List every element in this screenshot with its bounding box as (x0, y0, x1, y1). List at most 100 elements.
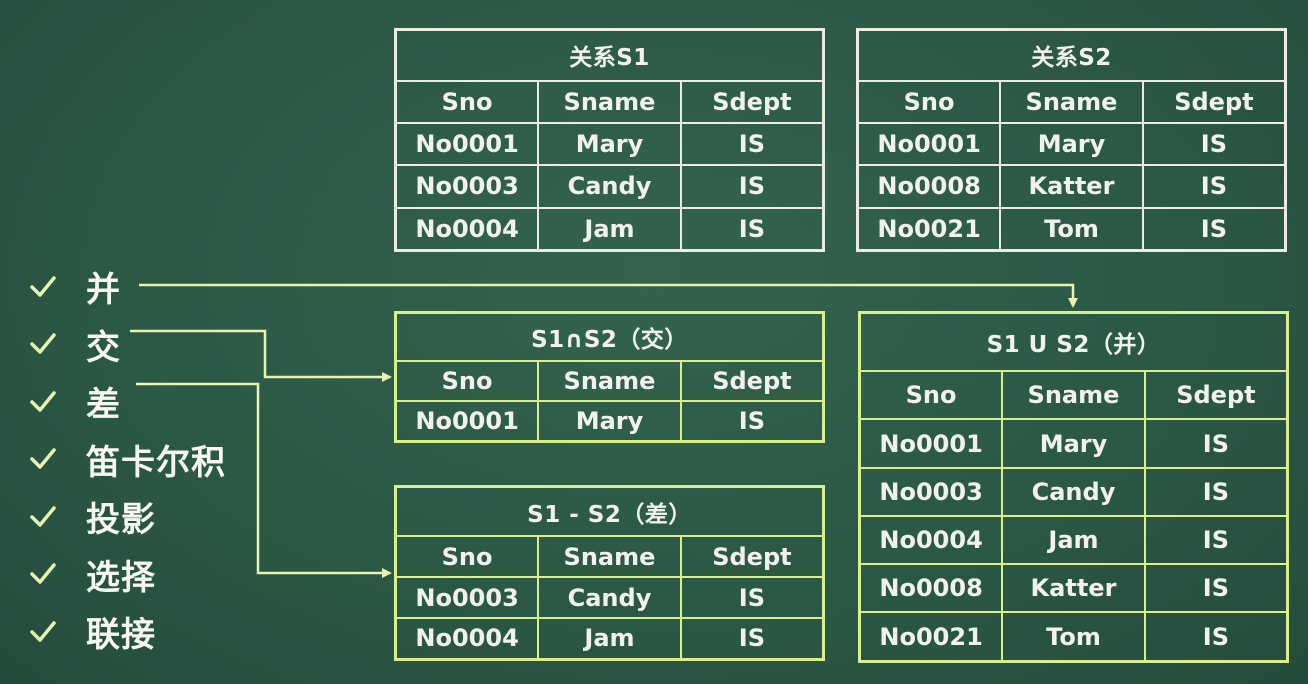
check-icon (28, 387, 58, 417)
table-cell: No0001 (394, 122, 540, 167)
table-cell: IS (1143, 514, 1289, 566)
table-cell: Candy (537, 164, 682, 209)
column-header: Sno (394, 535, 540, 579)
operation-item-intersection: 交 (28, 316, 226, 374)
check-icon (28, 329, 58, 359)
union-arrow (139, 283, 1078, 308)
column-header: Sdept (679, 535, 825, 579)
column-header: Sname (999, 79, 1144, 125)
union-result-table: S1 U S2（并） Sno Sname Sdept No0001 Mary I… (858, 311, 1289, 663)
operation-list: 并 交 差 笛卡尔积 投影 (28, 258, 226, 661)
column-header: Sno (394, 360, 540, 402)
column-header: Sname (537, 535, 682, 579)
table-cell: Mary (999, 122, 1144, 167)
column-header: Sdept (679, 360, 825, 402)
operation-item-cartesian-product: 笛卡尔积 (28, 431, 226, 489)
operation-label: 并 (86, 270, 121, 311)
operation-item-join: 联接 (28, 603, 226, 661)
table-row: No0004 Jam IS (394, 616, 825, 661)
intersection-result-table: S1∩S2（交） Sno Sname Sdept No0001 Mary IS (394, 311, 825, 443)
table-cell: No0021 (856, 206, 1002, 252)
column-header: Sdept (1141, 79, 1287, 125)
table-row: No0003 Candy IS (858, 466, 1289, 517)
table-row: No0001 Mary IS (394, 399, 825, 443)
operation-label: 联接 (86, 615, 156, 656)
table-cell: Jam (1001, 514, 1146, 566)
table-cell: IS (679, 616, 825, 661)
table-cell: Katter (1001, 563, 1146, 614)
check-icon (28, 617, 58, 647)
table-cell: Mary (537, 399, 682, 443)
relation-title: 关系S1 (394, 28, 825, 82)
table-row: No0001 Mary IS (856, 122, 1287, 167)
check-icon (28, 444, 58, 474)
operation-label: 笛卡尔积 (86, 442, 226, 483)
table-cell: No0003 (394, 576, 540, 619)
table-row: No0004 Jam IS (394, 206, 825, 252)
table-cell: No0004 (858, 514, 1004, 566)
column-header: Sname (537, 79, 682, 125)
operation-label: 投影 (86, 500, 156, 541)
column-header: Sdept (679, 79, 825, 125)
table-row: No0003 Candy IS (394, 576, 825, 619)
table-cell: IS (679, 399, 825, 443)
table-cell: IS (1141, 122, 1287, 167)
operation-item-difference: 差 (28, 373, 226, 431)
operation-item-union: 并 (28, 258, 226, 316)
table-cell: Candy (1001, 466, 1146, 517)
table-cell: IS (1143, 611, 1289, 663)
table-cell: IS (1143, 563, 1289, 614)
table-row: No0021 Tom IS (858, 611, 1289, 663)
difference-result-table: S1 - S2（差） Sno Sname Sdept No0003 Candy … (394, 485, 825, 661)
relation-s2-table: 关系S2 Sno Sname Sdept No0001 Mary IS No00… (856, 28, 1287, 252)
table-row: No0021 Tom IS (856, 206, 1287, 252)
table-cell: IS (1141, 164, 1287, 209)
table-cell: Candy (537, 576, 682, 619)
column-header: Sdept (1143, 370, 1289, 421)
table-row: No0008 Katter IS (858, 563, 1289, 614)
operation-item-selection: 选择 (28, 546, 226, 604)
operation-label: 选择 (86, 557, 156, 598)
table-cell: Jam (537, 616, 682, 661)
table-cell: IS (679, 206, 825, 252)
table-row: No0008 Katter IS (856, 164, 1287, 209)
check-icon (28, 559, 58, 589)
table-cell: IS (679, 576, 825, 619)
relation-s1-table: 关系S1 Sno Sname Sdept No0001 Mary IS No00… (394, 28, 825, 252)
table-row: No0004 Jam IS (858, 514, 1289, 566)
table-cell: No0021 (858, 611, 1004, 663)
table-cell: No0001 (858, 418, 1004, 469)
column-header: Sname (1001, 370, 1146, 421)
table-cell: No0004 (394, 206, 540, 252)
table-cell: No0008 (858, 563, 1004, 614)
check-icon (28, 272, 58, 302)
table-cell: IS (679, 164, 825, 209)
table-cell: Jam (537, 206, 682, 252)
table-cell: No0003 (394, 164, 540, 209)
table-row: No0001 Mary IS (858, 418, 1289, 469)
column-header: Sno (858, 370, 1004, 421)
relation-title: S1 - S2（差） (394, 485, 825, 538)
table-cell: No0001 (856, 122, 1002, 167)
table-cell: Tom (999, 206, 1144, 252)
operation-label: 差 (86, 385, 121, 426)
operation-item-projection: 投影 (28, 488, 226, 546)
relation-title: S1 U S2（并） (858, 311, 1289, 373)
table-row: No0001 Mary IS (394, 122, 825, 167)
table-row: No0003 Candy IS (394, 164, 825, 209)
column-header: Sno (856, 79, 1002, 125)
table-cell: Mary (1001, 418, 1146, 469)
table-cell: IS (1141, 206, 1287, 252)
table-cell: IS (1143, 466, 1289, 517)
operation-label: 交 (86, 327, 121, 368)
table-cell: IS (679, 122, 825, 167)
table-cell: No0001 (394, 399, 540, 443)
table-cell: Mary (537, 122, 682, 167)
table-cell: Katter (999, 164, 1144, 209)
table-cell: No0008 (856, 164, 1002, 209)
table-cell: Tom (1001, 611, 1146, 663)
relation-title: S1∩S2（交） (394, 311, 825, 363)
table-cell: IS (1143, 418, 1289, 469)
column-header: Sname (537, 360, 682, 402)
